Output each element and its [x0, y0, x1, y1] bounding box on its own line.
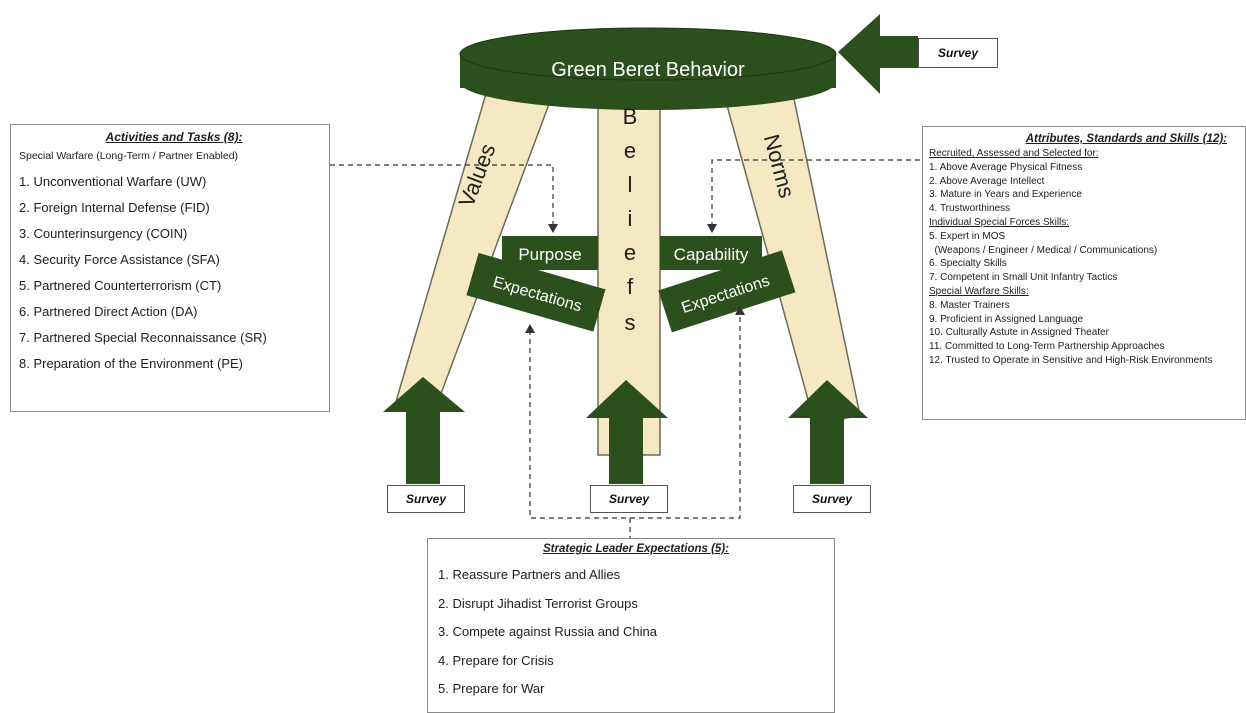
attribute-item: 5. Expert in MOS — [929, 230, 1006, 242]
activities-title: Activities and Tasks (8): — [105, 130, 243, 144]
attribute-item: 2. Above Average Intellect — [929, 175, 1045, 187]
dashed-arrowheads — [525, 224, 745, 333]
activity-item: 5. Partnered Counterterrorism (CT) — [19, 278, 222, 293]
attributes-title: Attributes, Standards and Skills (12): — [1025, 133, 1227, 145]
attribute-item: 12. Trusted to Operate in Sensitive and … — [929, 354, 1213, 366]
activity-item: 3. Counterinsurgency (COIN) — [19, 226, 188, 241]
leader-item: 5. Prepare for War — [438, 681, 545, 696]
expectations-right-bar — [658, 250, 796, 333]
expectations-left-bar — [466, 252, 606, 332]
survey-arrow-right — [788, 380, 868, 484]
leader-box: Strategic Leader Expectations (5): 1. Re… — [427, 538, 835, 713]
attribute-item: 7. Competent in Small Unit Infantry Tact… — [929, 272, 1118, 284]
capability-bar — [660, 236, 762, 270]
attribute-item: 6. Specialty Skills — [929, 258, 1007, 270]
activity-item: 4. Security Force Assistance (SFA) — [19, 252, 220, 267]
attributes-box: Attributes, Standards and Skills (12): R… — [922, 126, 1246, 420]
activity-item: 7. Partnered Special Reconnaissance (SR) — [19, 330, 267, 345]
leader-item: 2. Disrupt Jihadist Terrorist Groups — [438, 595, 638, 611]
purpose-label: Purpose — [518, 245, 581, 264]
beliefs-letter: e — [624, 240, 636, 265]
survey-box-right: Survey — [793, 485, 871, 513]
title-text: Green Beret Behavior — [551, 59, 745, 81]
leader-item: 4. Prepare for Crisis — [438, 652, 554, 668]
activity-item: 6. Partnered Direct Action (DA) — [19, 304, 198, 319]
activities-box: Activities and Tasks (8): Special Warfar… — [10, 124, 330, 412]
survey-arrow-center — [586, 380, 668, 484]
attributes-group-heading: Recruited, Assessed and Selected for: — [929, 148, 1099, 159]
attributes-group-heading: Special Warfare Skills: — [929, 285, 1029, 297]
attribute-item: 10. Culturally Astute in Assigned Theate… — [929, 327, 1109, 339]
leader-item: 3. Compete against Russia and China — [438, 624, 657, 639]
beliefs-letter: e — [624, 138, 636, 163]
capability-label: Capability — [674, 245, 749, 264]
purpose-bar — [502, 236, 598, 270]
attribute-item: 4. Trustworthiness — [929, 203, 1011, 215]
survey-box-center: Survey — [590, 485, 668, 513]
survey-arrow-top-right — [838, 14, 918, 94]
survey-box-left: Survey — [387, 485, 465, 513]
dashed-connectors — [330, 159, 920, 538]
attribute-item: 8. Master Trainers — [929, 299, 1010, 311]
survey-arrow-left — [383, 377, 465, 484]
attributes-group-heading: Individual Special Forces Skills: — [929, 216, 1070, 228]
activity-item: 2. Foreign Internal Defense (FID) — [19, 200, 210, 215]
attribute-item: 1. Above Average Physical Fitness — [929, 161, 1083, 173]
activity-item: 8. Preparation of the Environment (PE) — [19, 356, 244, 371]
attribute-item: 9. Proficient in Assigned Language — [929, 313, 1083, 325]
attribute-item: 3. Mature in Years and Experience — [929, 189, 1082, 201]
attribute-item: (Weapons / Engineer / Medical / Communic… — [929, 244, 1158, 256]
beliefs-letter: s — [625, 310, 636, 335]
activities-subtitle: Special Warfare (Long-Term / Partner Ena… — [19, 150, 239, 162]
beliefs-letter: i — [628, 206, 633, 231]
beliefs-letter: f — [627, 274, 634, 299]
seat-top-rim — [459, 27, 837, 81]
survey-box-top: Survey — [918, 38, 998, 68]
activity-item: 1. Unconventional Warfare (UW) — [19, 174, 207, 189]
beliefs-letter: B — [623, 104, 638, 129]
beliefs-letter: l — [628, 172, 633, 197]
leader-item: 1. Reassure Partners and Allies — [438, 567, 621, 582]
leader-title: Strategic Leader Expectations (5): — [543, 543, 729, 555]
attribute-item: 11. Committed to Long-Term Partnership A… — [929, 341, 1165, 353]
